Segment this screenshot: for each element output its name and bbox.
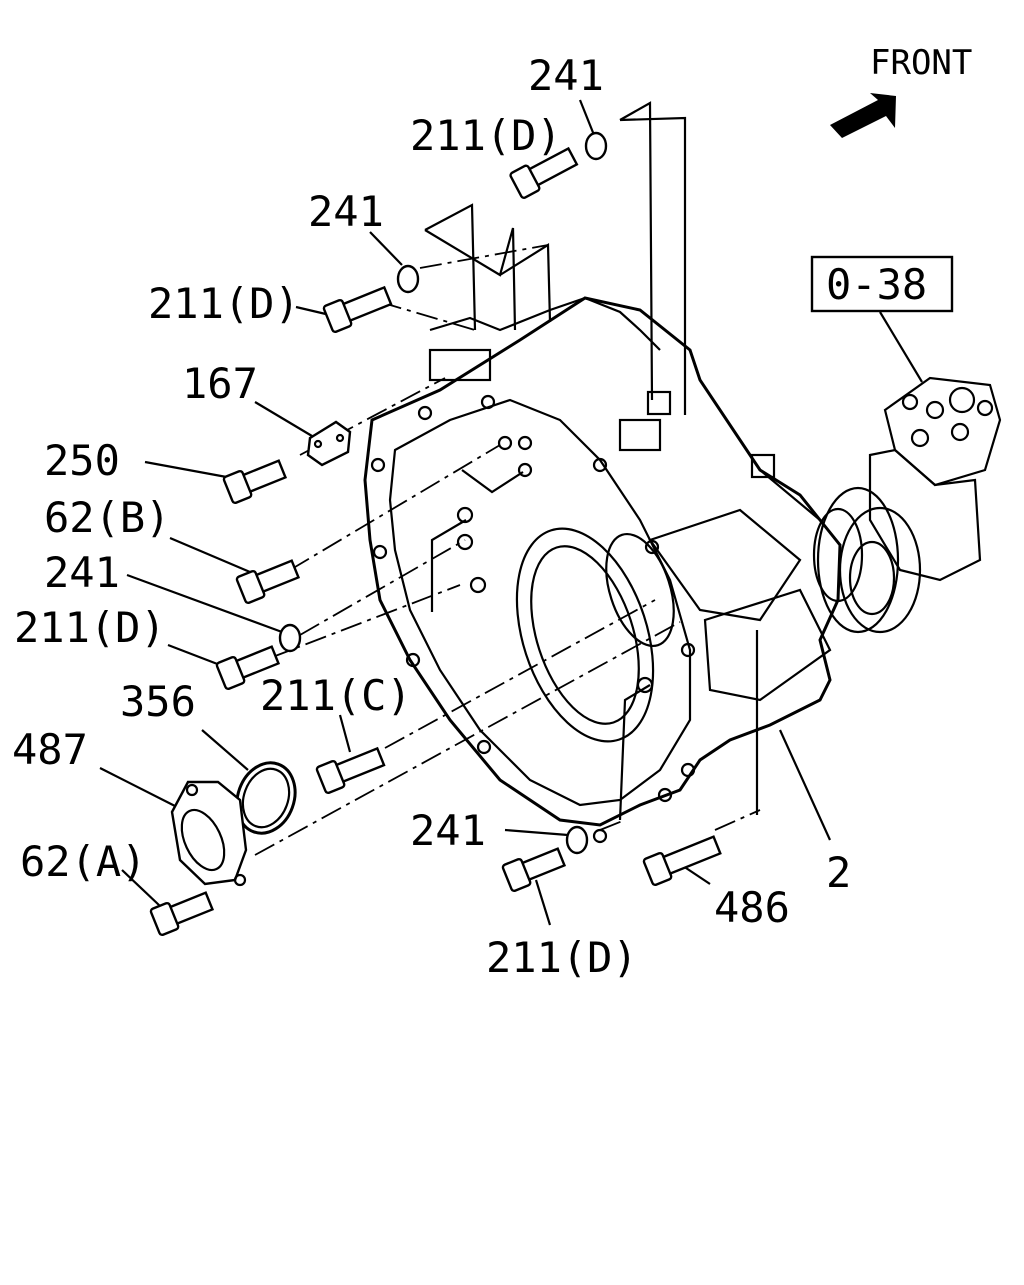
bolt-486 (642, 835, 722, 887)
callout-167: 167 (182, 359, 258, 408)
washer-241-mid (396, 264, 420, 294)
washer-241-bottom (565, 825, 589, 855)
cover-167 (306, 420, 352, 467)
callout-250: 250 (44, 436, 120, 485)
ref-box (810, 255, 954, 313)
air-compressor (838, 376, 1002, 634)
bolt-211d-top (509, 146, 579, 199)
bolt-211c (315, 746, 386, 795)
bolt-211d-left (215, 645, 281, 691)
bolt-62b (235, 559, 301, 605)
callout-2: 2 (826, 848, 851, 897)
callout-211d-bottom: 211(D) (486, 933, 638, 982)
washer-241-top (584, 131, 608, 161)
washer-241-left (278, 623, 302, 653)
bolt-62a (149, 891, 215, 937)
callout-211d-top: 211(D) (410, 111, 562, 160)
callout-487: 487 (12, 725, 88, 774)
bolt-250 (222, 459, 288, 505)
flywheel-housing (363, 296, 900, 844)
callout-356: 356 (120, 677, 196, 726)
callout-241-bottom: 241 (410, 806, 486, 855)
front-label: FRONT (870, 43, 972, 83)
callout-486: 486 (714, 883, 790, 932)
callout-241-mid: 241 (308, 187, 384, 236)
callout-241-left: 241 (44, 548, 120, 597)
callout-62b: 62(B) (44, 493, 170, 542)
bolt-211d-bottom (501, 847, 567, 893)
callout-62a: 62(A) (20, 837, 146, 886)
front-arrow-icon (830, 93, 896, 138)
callout-241-top: 241 (528, 51, 604, 100)
cover-487 (170, 780, 248, 887)
callout-211c: 211(C) (260, 671, 412, 720)
ref-box-label: 0-38 (826, 260, 927, 309)
callout-211d-mid: 211(D) (148, 279, 300, 328)
callout-211d-left: 211(D) (14, 603, 166, 652)
bolt-211d-mid (322, 285, 393, 334)
